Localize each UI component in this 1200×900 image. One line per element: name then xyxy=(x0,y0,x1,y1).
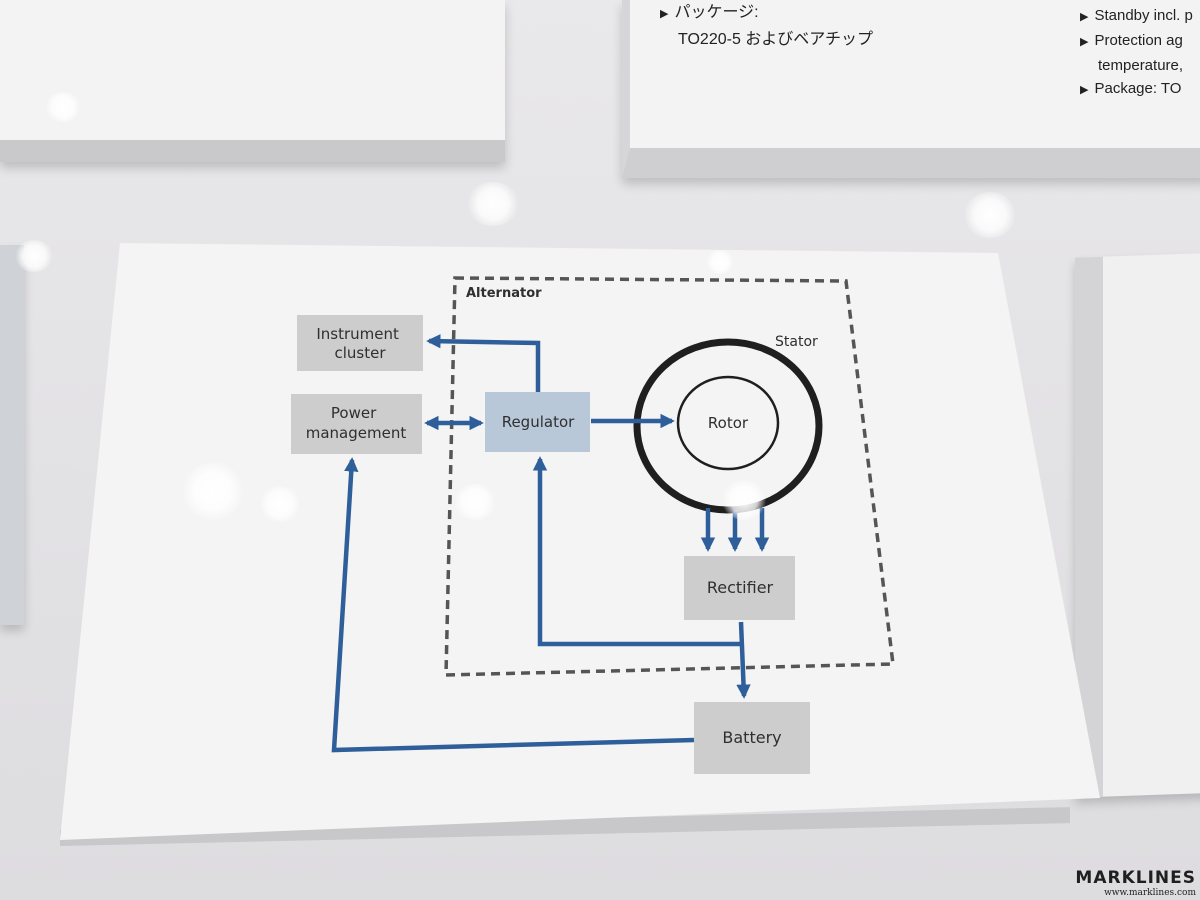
light-reflection xyxy=(454,484,496,520)
rectifier-box xyxy=(684,556,795,620)
instrument-cluster-box xyxy=(297,315,423,371)
power-management-box xyxy=(291,394,422,454)
bullet-item-continuation: temperature, xyxy=(1098,57,1184,74)
connection-arrows xyxy=(331,334,770,753)
triangle-bullet-icon: ▶ xyxy=(1080,84,1089,96)
light-reflection xyxy=(706,250,734,274)
regulator-box xyxy=(485,392,590,452)
background-panel-top-left xyxy=(0,0,505,162)
light-reflection xyxy=(964,192,1016,238)
bullet-item: ▶ Package: TO xyxy=(1080,77,1193,102)
top-middle-bullet-list: ▶ パッケージ: TO220-5 およびベアチップ xyxy=(660,0,873,53)
arrow-rectifier-feedback-to-regulator xyxy=(532,456,741,647)
light-reflection xyxy=(15,240,53,272)
bullet-text: Standby incl. p xyxy=(1094,7,1193,24)
arrow-rectifier-to-battery xyxy=(736,621,751,699)
stator-label: Stator xyxy=(775,334,818,350)
diagram-card xyxy=(60,243,1100,840)
instrument-cluster-label: Instrument cluster xyxy=(316,325,403,362)
rotor-label: Rotor xyxy=(708,414,749,432)
rectifier-label: Rectifier xyxy=(707,578,774,597)
triangle-bullet-icon: ▶ xyxy=(1080,11,1089,23)
bullet-item: ▶ Standby incl. p xyxy=(1080,4,1193,29)
watermark: MARKLINES www.marklines.com xyxy=(1075,868,1196,898)
bullet-item: ▶ パッケージ: xyxy=(660,0,873,27)
arrow-regulator-to-instrument-cluster xyxy=(426,334,541,392)
bullet-text: Package: TO xyxy=(1094,80,1182,97)
bullet-item: ▶ Protection ag xyxy=(1080,29,1193,54)
instrument-cluster-line-2: cluster xyxy=(334,344,386,362)
watermark-url: www.marklines.com xyxy=(1104,888,1196,898)
bullet-item-continuation: TO220-5 およびベアチップ xyxy=(678,31,873,48)
power-management-line-2: management xyxy=(306,424,407,442)
light-reflection xyxy=(722,480,766,520)
arrow-battery-to-power-management xyxy=(331,457,695,753)
light-reflection xyxy=(183,462,243,520)
bullet-text: Protection ag xyxy=(1094,32,1183,49)
regulator-label: Regulator xyxy=(502,413,575,431)
alternator-boundary xyxy=(444,276,895,677)
rotor-circle xyxy=(676,375,780,471)
power-management-line-1: Power xyxy=(331,404,377,422)
background-panel-left xyxy=(0,245,24,625)
light-reflection xyxy=(467,182,519,226)
light-reflection xyxy=(260,486,300,522)
bullet-text: パッケージ: xyxy=(674,4,759,21)
watermark-logo: MARKLINES xyxy=(1075,868,1196,888)
light-reflection xyxy=(45,92,81,122)
alternator-label: Alternator xyxy=(466,286,542,301)
power-management-label: Power management xyxy=(306,404,407,442)
instrument-cluster-line-1: Instrument xyxy=(316,325,399,343)
triangle-bullet-icon: ▶ xyxy=(660,8,669,20)
top-right-bullet-list: ▶ Standby incl. p ▶ Protection ag temperat… xyxy=(1080,4,1193,102)
triangle-bullet-icon: ▶ xyxy=(1080,36,1089,48)
background-panel-top-middle xyxy=(622,0,1200,178)
battery-label: Battery xyxy=(722,728,781,747)
battery-box xyxy=(694,702,810,774)
